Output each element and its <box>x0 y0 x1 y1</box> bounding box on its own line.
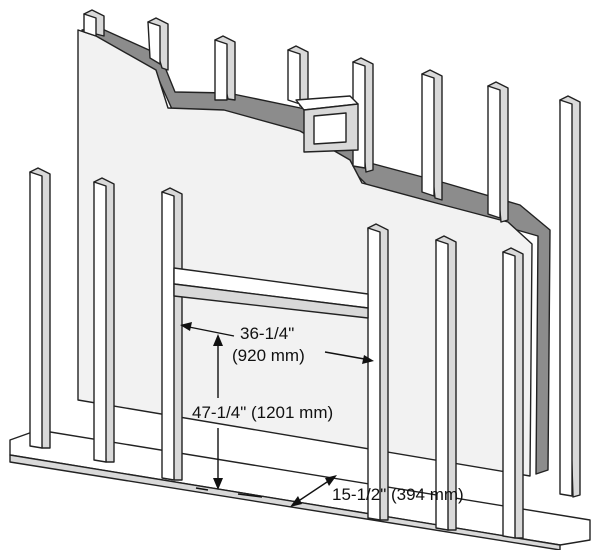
stud-spacing-label: 15-1/2" (394 mm) <box>332 485 464 504</box>
rear-stud-1 <box>83 9 105 37</box>
rear-stud-2 <box>147 17 169 71</box>
rear-header-box <box>295 95 359 153</box>
opening-width-metric-label: (920 mm) <box>232 346 305 365</box>
rear-studs <box>83 9 581 498</box>
rear-stud-3 <box>214 35 236 101</box>
dimension-height <box>195 334 263 498</box>
rear-stud-7 <box>487 81 509 223</box>
front-stud-6 <box>502 247 524 539</box>
rear-stud-4 <box>287 45 309 109</box>
dimension-spacing <box>290 475 337 507</box>
opening-header <box>173 267 369 319</box>
front-studs <box>29 167 524 539</box>
opening-width-label: 36-1/4" <box>240 324 294 343</box>
front-stud-5 <box>435 235 457 531</box>
front-stud-2 <box>93 177 115 463</box>
opening-height-label: 47-1/4" (1201 mm) <box>192 403 333 422</box>
dimension-width <box>180 322 374 364</box>
front-stud-3 <box>161 187 183 481</box>
rear-stud-8 <box>559 95 581 498</box>
rear-stud-6 <box>421 69 443 201</box>
front-stud-1 <box>29 167 51 449</box>
front-stud-4 <box>367 223 389 521</box>
